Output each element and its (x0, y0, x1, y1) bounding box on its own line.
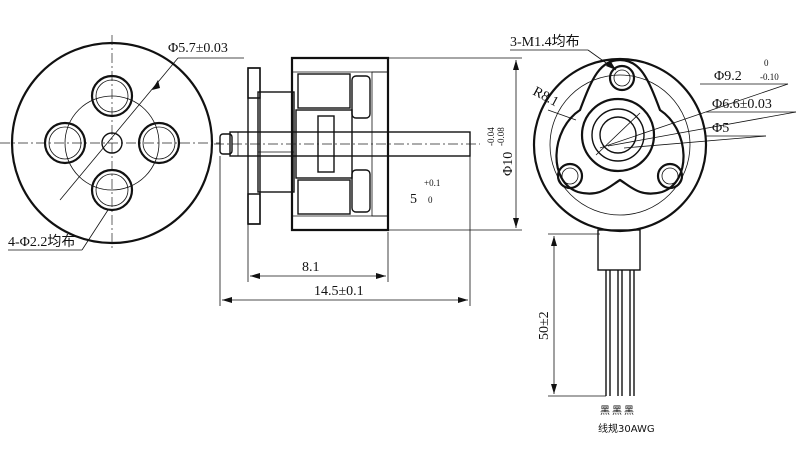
rear-bore-mid (591, 108, 645, 162)
holes-note: 4-Φ2.2均布 (8, 234, 75, 250)
rear-inner-ring (549, 74, 691, 216)
shaft-dim: 5 (410, 192, 417, 207)
side-winding-bottom (297, 179, 351, 215)
mounting-holes (43, 74, 181, 212)
body-length-dim: 8.1 (302, 260, 320, 275)
screw-note: 3-M1.4均布 (510, 34, 580, 50)
lead-length-dim: 50±2 (537, 311, 552, 340)
mounting-hole-bottom (90, 168, 134, 212)
wire-color-2: 黑 (612, 405, 622, 417)
rear-mount-plate (555, 58, 685, 195)
side-flange-hatch (247, 67, 261, 225)
shaft-tol-low: 0 (428, 195, 433, 205)
mid-dim: Φ6.6±0.03 (712, 97, 772, 112)
rear-bore-inner (599, 116, 637, 154)
diameter-tol-upper: -0.04 (486, 127, 496, 146)
mounting-hole-left (43, 121, 87, 165)
rear-screw-hole-top (608, 64, 636, 92)
rear-outer-circle (532, 57, 708, 233)
total-length-dim: 14.5±0.1 (314, 284, 364, 299)
front-view: Φ5.7±0.03 4-Φ2.2均布 (0, 35, 244, 251)
side-view: 8.1 14.5±0.1 5 +0.1 0 Φ10 -0.04 -0.08 (214, 56, 522, 306)
rear-wire-exit (597, 229, 641, 271)
mounting-hole-right (137, 121, 181, 165)
wire-color-1: 黑 (600, 405, 610, 417)
shaft-tol: +0.1 (424, 178, 440, 188)
rear-screw-hole-left (556, 162, 584, 190)
front-hub (101, 132, 123, 154)
side-bearing-housing (257, 91, 295, 193)
outer-tol-lower: -0.10 (760, 72, 779, 82)
diameter-dim: Φ10 (501, 152, 516, 176)
rear-view: 3-M1.4均布 R8.1 Φ9.2 0 -0.10 Φ6.6±0.03 Φ5 … (510, 34, 797, 435)
outer-dim: Φ9.2 (714, 69, 742, 84)
wire-color-3: 黑 (624, 405, 634, 417)
hole-pattern-dim: Φ5.7±0.03 (168, 41, 228, 56)
rear-screw-hole-right (656, 162, 684, 190)
inner-dim: Φ5 (712, 121, 729, 136)
diameter-tol-lower: -0.08 (496, 127, 506, 146)
side-winding-top (297, 73, 351, 109)
rear-bore-outer (580, 97, 656, 173)
mounting-hole-top (90, 74, 134, 118)
wire-spec: 线规30AWG (598, 422, 655, 435)
outer-tol-upper: 0 (764, 58, 769, 68)
